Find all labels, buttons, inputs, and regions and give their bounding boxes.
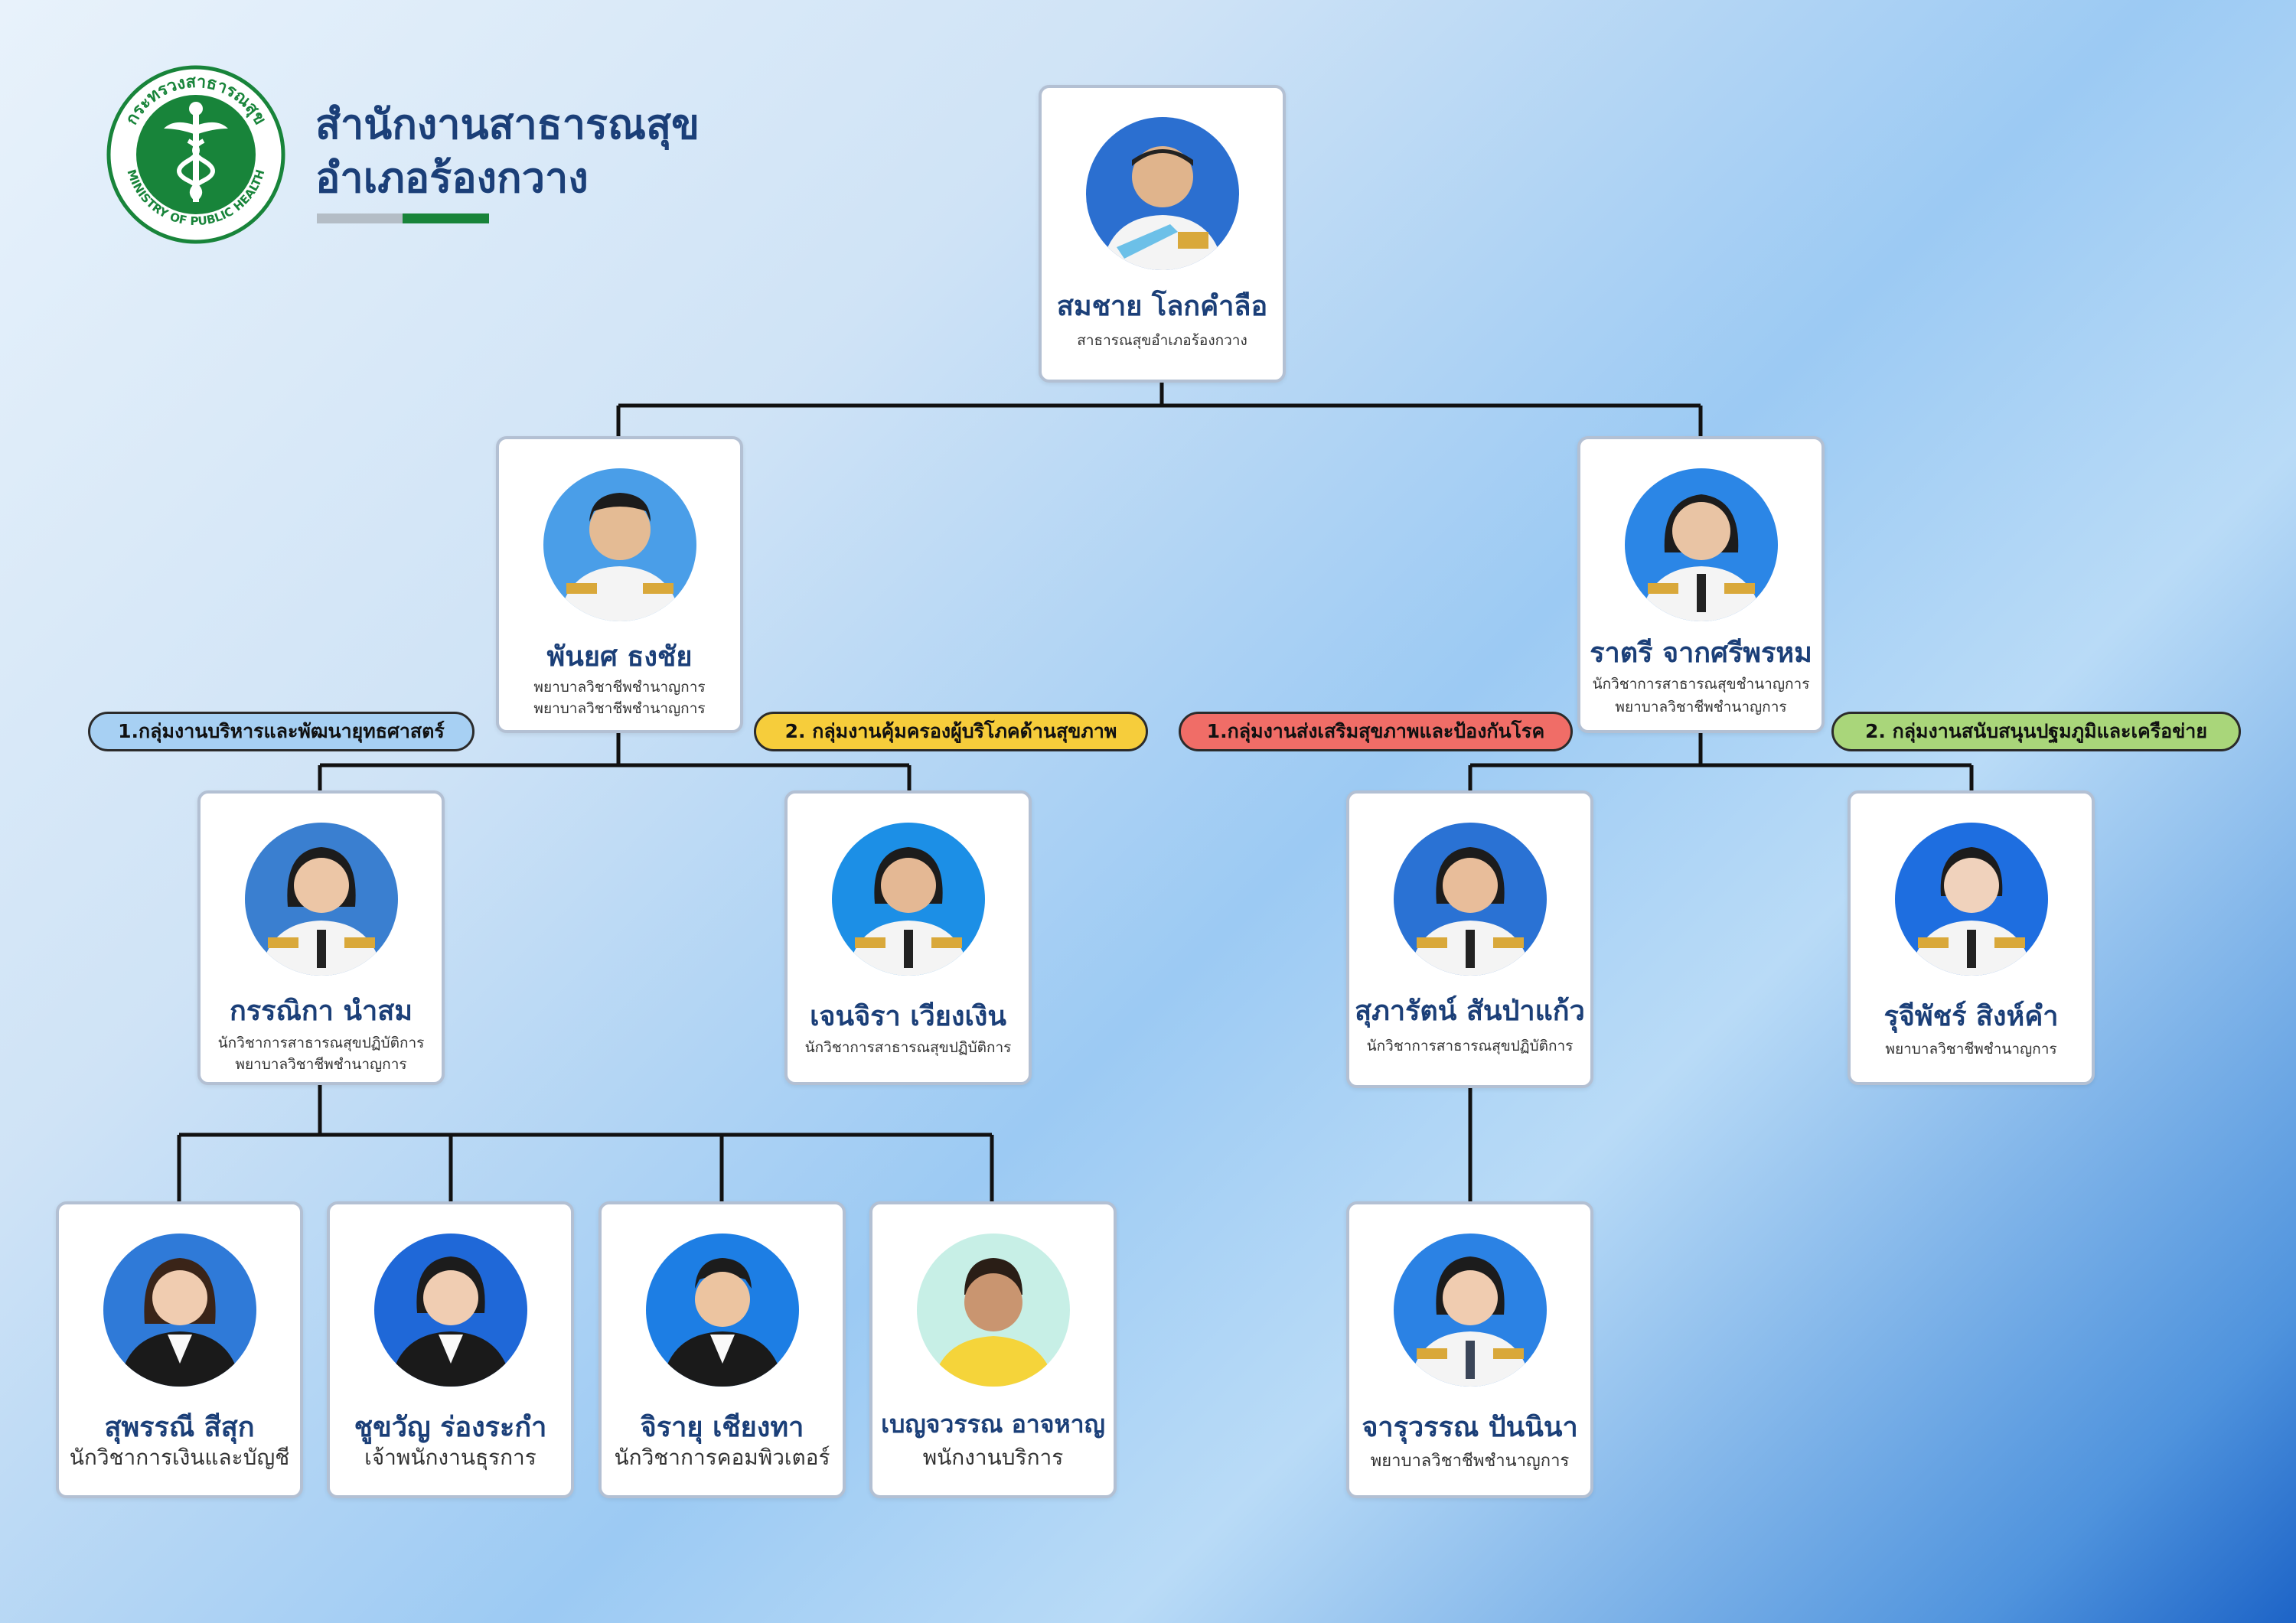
staff-1-position: นักวิชาการเงินและบัญชี	[69, 1445, 290, 1470]
lead-4-photo	[1894, 823, 2048, 976]
staff-2-name: ชูขวัญ ร่องระกำ	[354, 1412, 547, 1443]
lead-2-photo	[831, 823, 985, 976]
staff-5-name: จารุวรรณ ปันนินา	[1362, 1412, 1578, 1443]
deputy-1-position-1: พยาบาลวิชาชีพชำนาญการ	[533, 679, 706, 696]
card-staff-5[interactable]: จารุวรรณ ปันนินา พยาบาลวิชาชีพชำนาญการ	[1346, 1201, 1593, 1498]
lead-4-position-1: พยาบาลวิชาชีพชำนาญการ	[1885, 1041, 2057, 1058]
org-title-line2: อำเภอร้องกวาง	[315, 154, 589, 202]
card-lead-3[interactable]: สุภารัตน์ สันป่าแก้ว นักวิชาการสาธารณสุข…	[1346, 790, 1593, 1088]
card-head[interactable]: สมชาย โลกคำลือ สาธารณสุขอำเภอร้องกวาง	[1039, 85, 1286, 383]
card-deputy-1[interactable]: พันยศ ธงชัย พยาบาลวิชาชีพชำนาญการ พยาบาล…	[496, 436, 743, 733]
deputy-2-position-2: พยาบาลวิชาชีพชำนาญการ	[1615, 699, 1787, 715]
lead-3-name: สุภารัตน์ สันป่าแก้ว	[1355, 996, 1585, 1027]
deputy-2-name: ราตรี จากศรีพรหม	[1590, 637, 1812, 669]
head-position: สาธารณสุขอำเภอร้องกวาง	[1077, 332, 1247, 349]
staff-3-name: จิรายุ เชียงทา	[640, 1412, 804, 1443]
staff-5-photo	[1393, 1234, 1547, 1387]
deputy-1-position-2: พยาบาลวิชาชีพชำนาญการ	[533, 700, 706, 717]
deputy-1-photo	[543, 468, 696, 621]
lead-2-position-1: นักวิชาการสาธารณสุขปฏิบัติการ	[804, 1039, 1012, 1056]
staff-3-photo	[645, 1234, 799, 1387]
title-underline-green	[403, 213, 489, 223]
staff-1-name: สุพรรณี สีสุก	[104, 1412, 255, 1443]
card-lead-1[interactable]: กรรณิกา นำสม นักวิชาการสาธารณสุขปฏิบัติก…	[197, 790, 445, 1085]
head-name: สมชาย โลกคำลือ	[1056, 291, 1268, 322]
card-staff-4[interactable]: เบญจวรรณ อาจหาญ พนักงานบริการ	[869, 1201, 1117, 1498]
group-label-2: 2. กลุ่มงานคุ้มครองผู้บริโภคด้านสุขภาพ	[754, 712, 1148, 751]
group-label-3: 1.กลุ่มงานส่งเสริมสุขภาพและป้องกันโรค	[1179, 712, 1573, 751]
deputy-2-photo	[1624, 468, 1778, 621]
card-deputy-2[interactable]: ราตรี จากศรีพรหม นักวิชาการสาธารณสุขชำนา…	[1577, 436, 1825, 733]
group-label-4: 2. กลุ่มงานสนับสนุนปฐมภูมิและเครือข่าย	[1831, 712, 2241, 751]
lead-1-photo	[244, 823, 398, 976]
staff-4-position: พนักงานบริการ	[922, 1445, 1064, 1470]
lead-3-position-1: นักวิชาการสาธารณสุขปฏิบัติการ	[1366, 1038, 1574, 1054]
title-underline-gray	[317, 213, 403, 223]
lead-1-position-1: นักวิชาการสาธารณสุขปฏิบัติการ	[217, 1035, 425, 1051]
card-lead-2[interactable]: เจนจิรา เวียงเงิน นักวิชาการสาธารณสุขปฏิ…	[784, 790, 1032, 1085]
lead-1-name: กรรณิกา นำสม	[230, 996, 413, 1027]
group-label-1: 1.กลุ่มงานบริหารและพัฒนายุทธศาสตร์	[88, 712, 475, 751]
lead-2-name: เจนจิรา เวียงเงิน	[810, 1001, 1006, 1032]
staff-1-photo	[103, 1234, 256, 1387]
caduceus-icon	[164, 102, 228, 202]
lead-4-name: รุจีพัชร์ สิงห์คำ	[1883, 1001, 2059, 1032]
staff-4-photo	[916, 1234, 1070, 1387]
staff-4-name: เบญจวรรณ อาจหาญ	[881, 1410, 1105, 1439]
staff-2-position: เจ้าพนักงานธุรการ	[364, 1445, 536, 1470]
card-staff-2[interactable]: ชูขวัญ ร่องระกำ เจ้าพนักงานธุรการ	[327, 1201, 574, 1498]
org-title-line1: สำนักงานสาธารณสุข	[315, 100, 700, 148]
card-lead-4[interactable]: รุจีพัชร์ สิงห์คำ พยาบาลวิชาชีพชำนาญการ	[1848, 790, 2095, 1085]
lead-3-photo	[1393, 823, 1547, 976]
deputy-2-position-1: นักวิชาการสาธารณสุขชำนาญการ	[1592, 676, 1810, 693]
deputy-1-name: พันยศ ธงชัย	[546, 641, 693, 673]
card-staff-1[interactable]: สุพรรณี สีสุก นักวิชาการเงินและบัญชี	[56, 1201, 303, 1498]
lead-1-position-2: พยาบาลวิชาชีพชำนาญการ	[235, 1056, 407, 1073]
head-photo	[1085, 117, 1239, 270]
staff-2-photo	[373, 1234, 527, 1387]
org-title: สำนักงานสาธารณสุข อำเภอร้องกวาง	[315, 98, 700, 205]
ministry-logo: กระทรวงสาธารณสุข MINISTRY OF PUBLIC HEAL…	[106, 64, 286, 245]
staff-5-position: พยาบาลวิชาชีพชำนาญการ	[1370, 1452, 1570, 1471]
staff-3-position: นักวิชาการคอมพิวเตอร์	[614, 1445, 830, 1470]
card-staff-3[interactable]: จิรายุ เชียงทา นักวิชาการคอมพิวเตอร์	[598, 1201, 846, 1498]
